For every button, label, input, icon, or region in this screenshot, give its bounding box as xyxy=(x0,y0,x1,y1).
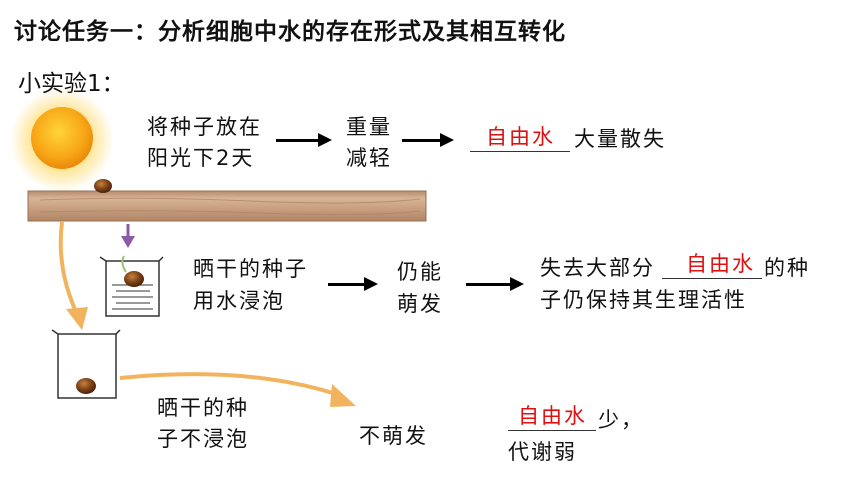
row2-answer-blank xyxy=(662,278,762,279)
row1-answer-blank xyxy=(470,151,570,152)
sun-icon xyxy=(10,88,114,192)
row2-conclusion-line2: 子仍保持其生理活性 xyxy=(540,288,747,312)
row1-result-line1: 重量 xyxy=(346,115,392,139)
empty-beaker-icon xyxy=(51,329,121,399)
orange-arrow-down-icon xyxy=(58,221,88,330)
row1-step-line1: 将种子放在 xyxy=(147,115,262,139)
row3-step-line2: 子不浸泡 xyxy=(157,427,249,451)
row2-result-line2: 萌发 xyxy=(397,292,443,316)
row1-result-line2: 减轻 xyxy=(346,146,392,170)
row1-arrow-2 xyxy=(402,133,454,147)
orange-arrow-right-icon xyxy=(119,372,356,407)
row3-answer: 自由水 xyxy=(518,404,587,428)
row2-step-line1: 晒干的种子 xyxy=(193,257,308,281)
row2-conclusion-prefix: 失去大部分 xyxy=(540,256,655,280)
row3-step-line1: 晒干的种 xyxy=(157,396,249,420)
row2-arrow-1 xyxy=(328,277,378,291)
row3-answer-blank xyxy=(508,430,596,431)
purple-arrow-icon xyxy=(121,224,135,248)
row3-conclusion-line2: 代谢弱 xyxy=(508,440,577,464)
row3-conclusion-suffix: 少， xyxy=(598,408,644,432)
page-title: 讨论任务一：分析细胞中水的存在形式及其相互转化 xyxy=(14,19,566,45)
row2-answer: 自由水 xyxy=(686,252,755,276)
row2-result-line1: 仍能 xyxy=(397,260,443,284)
seed-on-plank xyxy=(94,179,112,193)
row2-arrow-2 xyxy=(466,277,524,291)
row1-answer: 自由水 xyxy=(486,125,555,149)
row2-conclusion-suffix: 的种 xyxy=(764,256,810,280)
row1-conclusion: 大量散失 xyxy=(574,127,666,151)
row2-step-line2: 用水浸泡 xyxy=(193,289,285,313)
beaker-with-water-icon xyxy=(99,255,164,317)
row1-arrow-1 xyxy=(276,133,332,147)
row1-step-line2: 阳光下2天 xyxy=(147,146,255,170)
wooden-plank xyxy=(27,190,427,222)
row3-result: 不萌发 xyxy=(359,424,428,448)
